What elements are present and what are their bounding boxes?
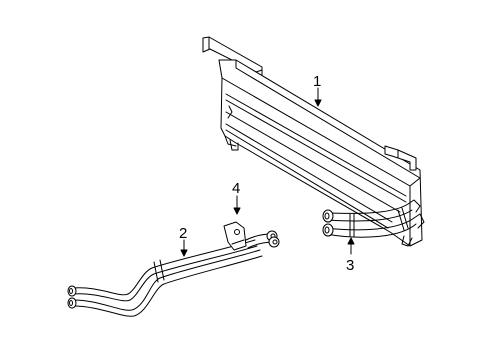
cooler-hose-assembly: [322, 199, 425, 238]
cooler-tube-assembly: [67, 221, 280, 317]
arrow-3-head: [347, 237, 355, 245]
callout-2: 2: [179, 225, 187, 242]
oil-cooler: [202, 36, 423, 247]
arrow-4-head: [233, 207, 241, 215]
arrow-2-head: [180, 249, 188, 257]
callout-labels: 1 2 3 4: [179, 73, 354, 274]
arrow-1-head: [314, 99, 322, 107]
callout-4: 4: [232, 180, 240, 197]
callout-1: 1: [313, 73, 321, 90]
callout-3: 3: [346, 257, 354, 274]
leader-lines: [180, 87, 355, 257]
